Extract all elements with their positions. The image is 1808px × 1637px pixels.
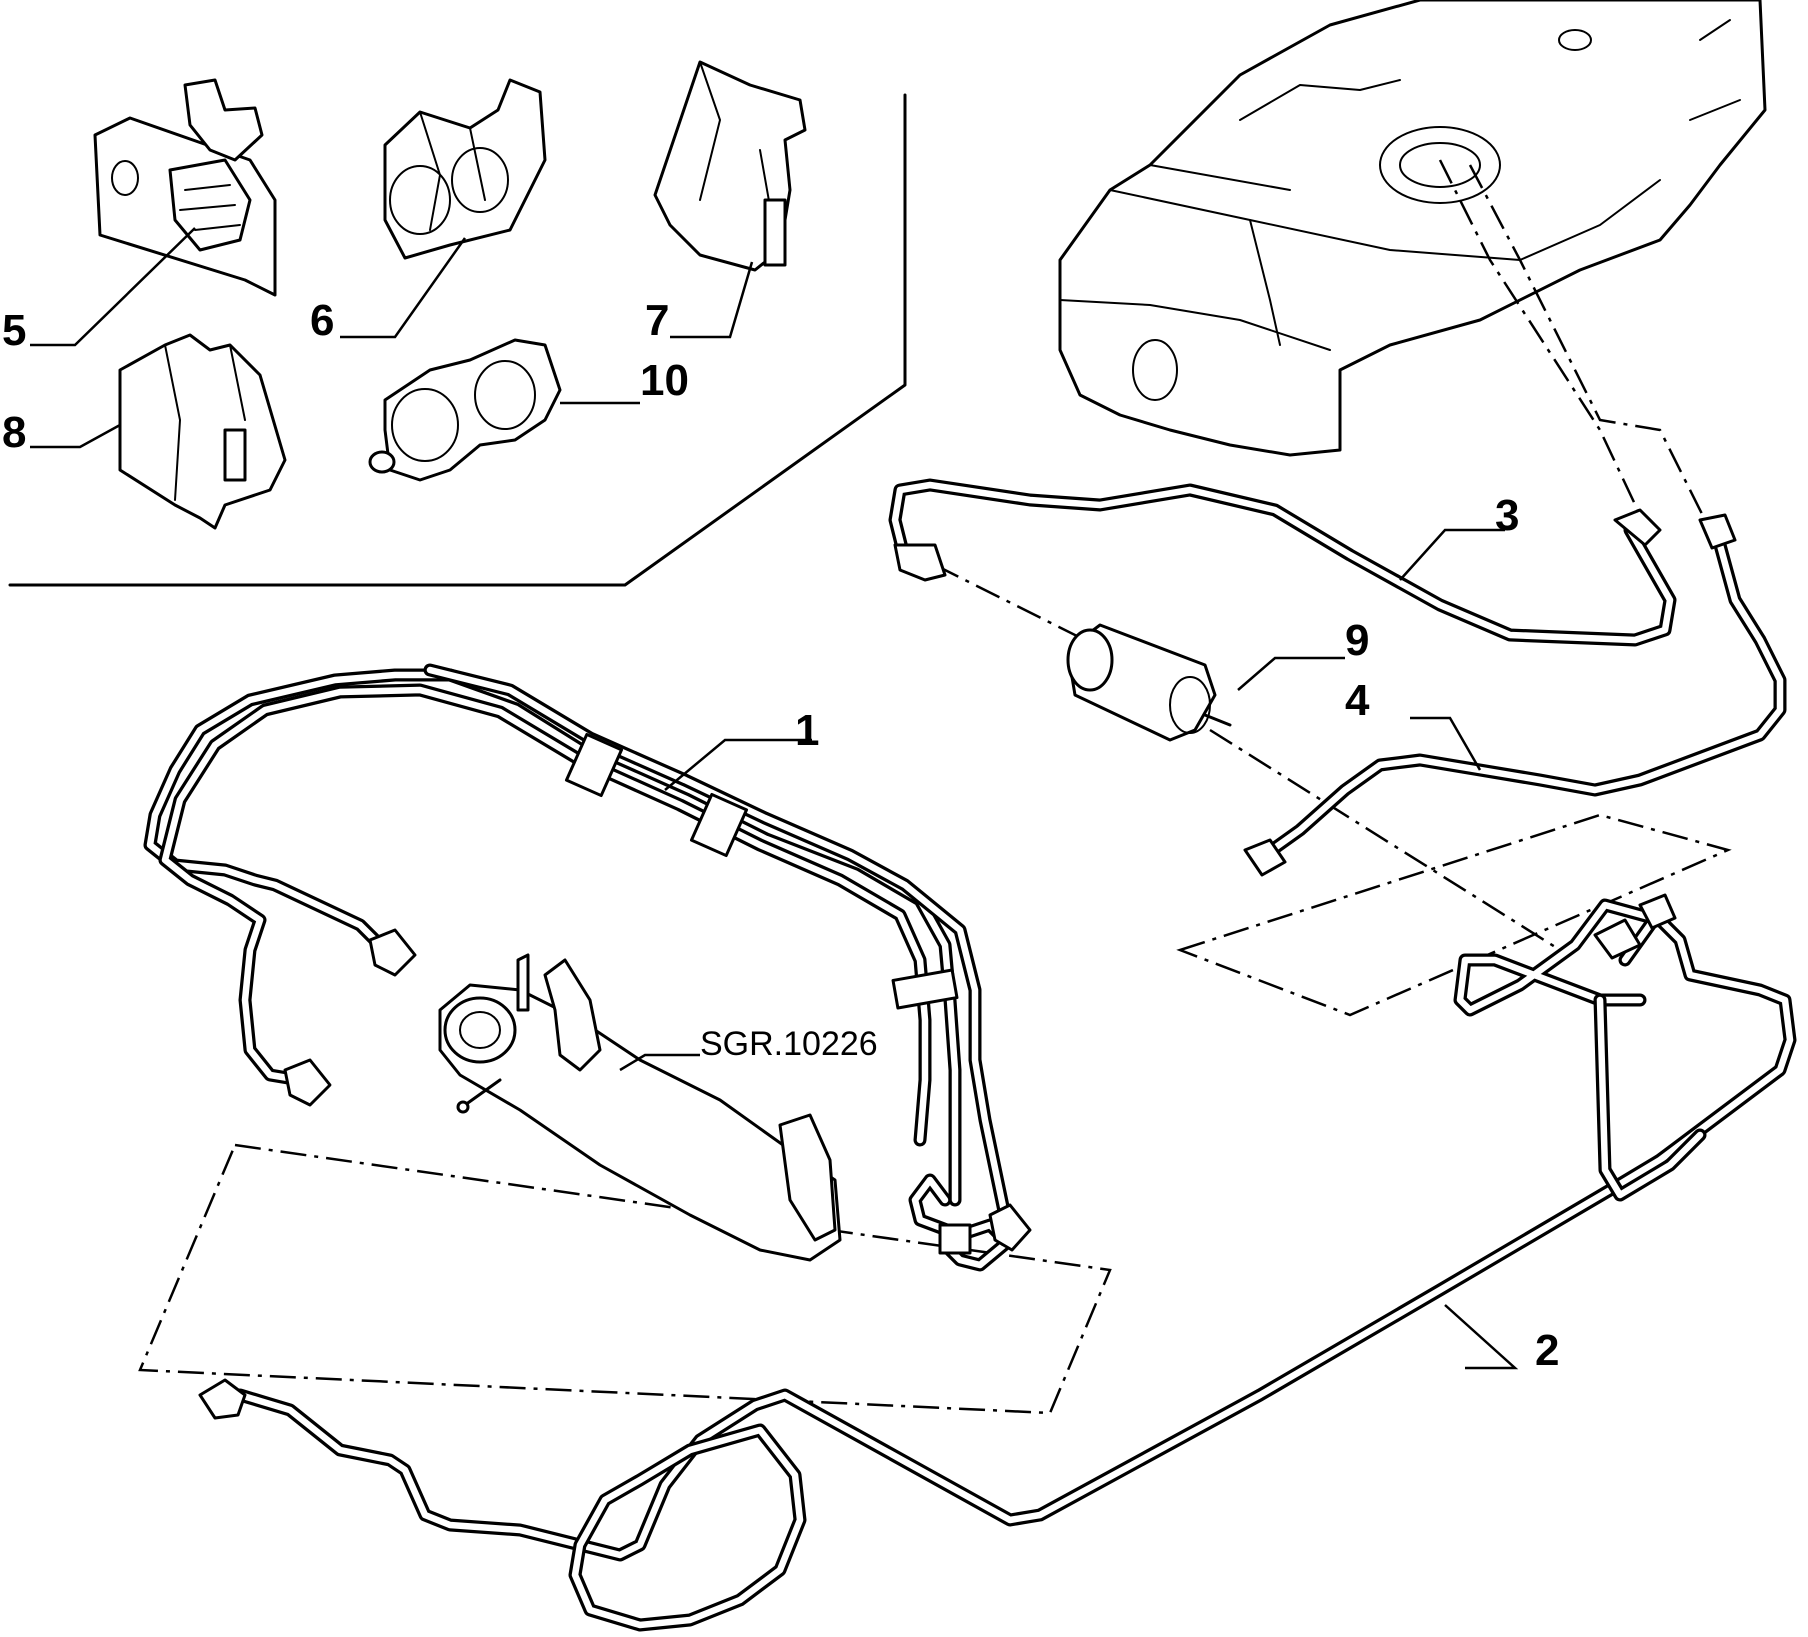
fuel-rail-sgr-10226 — [438, 953, 842, 1262]
pipe-4 — [1243, 513, 1787, 877]
callout-1: 1 — [795, 706, 819, 755]
pipe-3 — [888, 478, 1677, 647]
reference-sgr: SGR.10226 — [700, 1025, 878, 1063]
fuel-tank — [1058, 0, 1767, 457]
callout-7: 7 — [645, 296, 669, 345]
callout-3: 3 — [1495, 491, 1519, 540]
callout-8: 8 — [2, 408, 26, 457]
callout-4: 4 — [1345, 676, 1370, 725]
clip-part-6 — [383, 78, 547, 260]
callout-5: 5 — [2, 306, 26, 355]
fuel-filter-9 — [1066, 623, 1232, 742]
leader-lines — [30, 227, 1519, 1370]
callout-2: 2 — [1535, 1326, 1559, 1375]
pipe-2 — [198, 893, 1797, 1632]
dashed-connection-lines — [138, 159, 1732, 1415]
callout-labels: 1 2 3 4 5 6 7 8 9 10 SGR.10226 — [2, 296, 1559, 1375]
clip-part-8 — [118, 333, 287, 530]
pipe-1 — [143, 663, 1032, 1272]
callout-6: 6 — [310, 296, 334, 345]
clip-part-7 — [653, 60, 807, 272]
callout-10: 10 — [640, 356, 689, 405]
clip-inset-frame — [8, 93, 907, 587]
clip-part-10 — [368, 338, 562, 482]
clip-part-5 — [93, 78, 277, 297]
callout-9: 9 — [1345, 616, 1369, 665]
